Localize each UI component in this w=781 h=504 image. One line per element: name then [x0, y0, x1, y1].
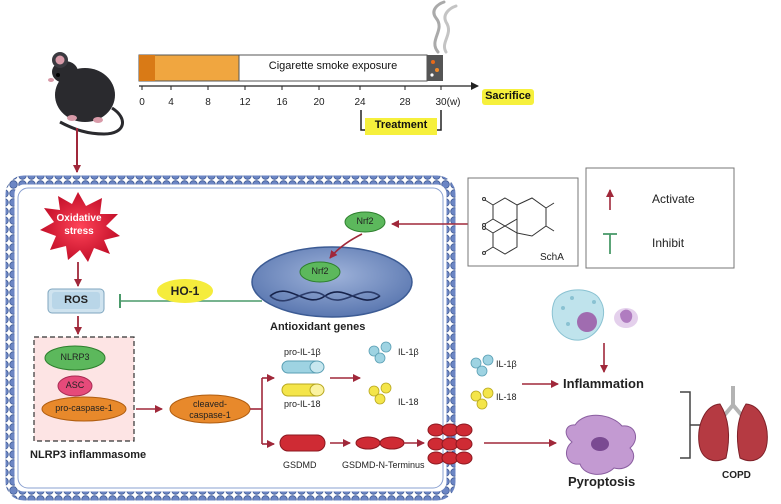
cigarette-bar-label: Cigarette smoke exposure [268, 60, 398, 72]
dna-helix [269, 290, 381, 302]
pro-il1b-capsule [281, 360, 325, 374]
tick-28: 28 [399, 97, 411, 108]
nrf2-cytoplasm [344, 211, 386, 233]
legend-inhibit-label: Inhibit [652, 236, 685, 250]
sacrifice-badge [482, 89, 534, 105]
ho1-label: HO-1 [170, 284, 200, 298]
tick-0: 0 [139, 97, 145, 108]
nucleus [251, 246, 413, 318]
ho1-ellipse [157, 279, 213, 303]
tick-20: 20 [313, 97, 325, 108]
arrow-nrf2-translocation [329, 233, 363, 259]
asc-ellipse [57, 375, 93, 397]
scha-label: SchA [540, 252, 564, 263]
ros-box [47, 288, 105, 314]
asc-label: ASC [65, 380, 85, 390]
cigarette-bar [138, 54, 443, 82]
cell-membrane [5, 175, 456, 501]
copd-label: COPD [722, 470, 751, 481]
treatment-label: Treatment [374, 119, 428, 131]
outside-il18-label: IL-18 [496, 392, 517, 402]
pro-caspase-ellipse [41, 396, 127, 422]
caspase-branch [250, 374, 275, 448]
oxidative-stress-burst [40, 192, 120, 262]
gsdmd-label: GSDMD [283, 460, 317, 470]
oxidative-stress-label: Oxidative stress [56, 213, 102, 237]
gsdmd-n-terminus [355, 436, 405, 450]
lungs-icon [698, 386, 768, 462]
cleaved-caspase-label: cleaved-caspase-1 [189, 399, 231, 420]
legend-box [585, 167, 735, 269]
tick-4: 4 [168, 97, 174, 108]
treatment-badge [365, 118, 437, 135]
outside-il1b-label: IL-1β [496, 359, 517, 369]
gsdmd-pore [427, 423, 473, 465]
gsdmd-n-label: GSDMD-N-Terminus [342, 460, 425, 470]
inflammation-label: Inflammation [563, 376, 644, 391]
il1b-particles [368, 341, 392, 364]
nrf2-nucleus [299, 261, 341, 283]
outside-il1b-particles [470, 354, 494, 377]
gsdmd-capsule [279, 434, 326, 452]
outside-il18-particles [470, 387, 494, 410]
tick-16: 16 [276, 97, 288, 108]
pro-il18-label: pro-IL-18 [284, 399, 321, 409]
nrf2-nucleus-label: Nrf2 [311, 266, 329, 276]
nlrp3-label: NLRP3 [60, 352, 90, 362]
tick-8: 8 [205, 97, 211, 108]
sacrifice-label: Sacrifice [485, 90, 531, 102]
il1b-label: IL-1β [398, 347, 419, 357]
pro-il1b-label: pro-IL-1β [284, 347, 321, 357]
pro-caspase-label: pro-caspase-1 [55, 403, 113, 413]
tick-12: 12 [239, 97, 251, 108]
mouse-icon [48, 52, 124, 136]
legend-activate-label: Activate [652, 192, 695, 206]
ros-label: ROS [64, 294, 88, 306]
scha-structure-icon [482, 197, 555, 255]
antioxidant-genes-label: Antioxidant genes [270, 321, 366, 333]
inflammasome-title: NLRP3 inflammasome [30, 449, 147, 461]
inhibit-icon [603, 233, 617, 254]
pyroptosis-label: Pyroptosis [568, 474, 636, 489]
il18-label: IL-18 [398, 397, 419, 407]
nrf2-cytoplasm-label: Nrf2 [356, 216, 374, 226]
immune-cell-icon [551, 289, 638, 341]
il18-particles [368, 382, 392, 405]
smoke-icon [432, 0, 458, 54]
tick-24: 24 [354, 97, 366, 108]
copd-bracket [680, 391, 691, 459]
tick-30w: 30(w) [435, 97, 461, 108]
timeline-ticks [141, 86, 442, 90]
pro-il18-capsule [281, 383, 325, 397]
nlrp3-ellipse [44, 345, 106, 371]
